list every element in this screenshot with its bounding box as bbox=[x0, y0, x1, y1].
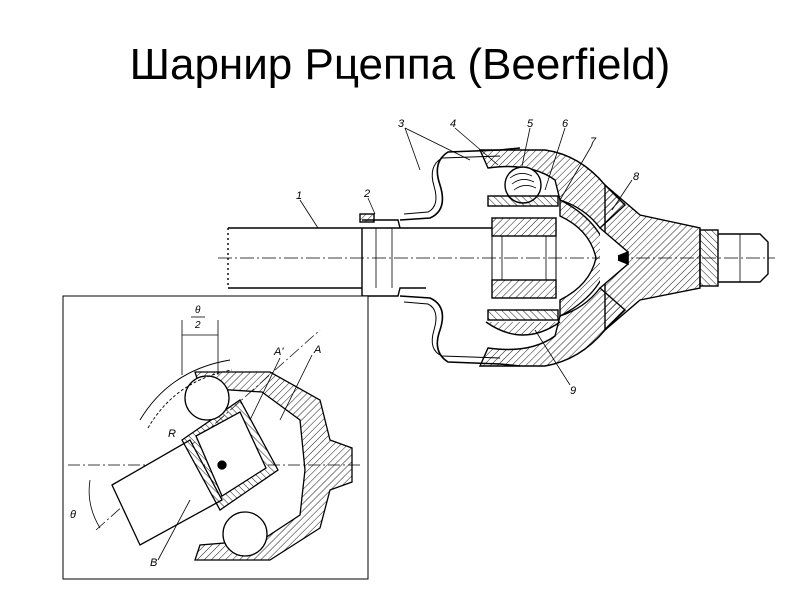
label-leaders bbox=[299, 127, 633, 386]
main-sectional-drawing bbox=[218, 127, 775, 386]
inset-point-b: B bbox=[150, 557, 157, 569]
output-stub-shaft bbox=[604, 183, 701, 332]
protective-boot-lower bbox=[399, 295, 521, 367]
inset-kinematic-diagram: θ 2 A' A R θ B bbox=[62, 295, 369, 580]
inner-race-upper bbox=[491, 217, 557, 237]
outer-housing-lower bbox=[478, 286, 627, 367]
inset-outer-housing bbox=[194, 371, 353, 561]
part-label-3: 3 bbox=[398, 118, 405, 130]
cage-upper bbox=[487, 195, 559, 207]
inset-ball-lower bbox=[222, 511, 268, 557]
part-label-1: 1 bbox=[296, 190, 302, 202]
part-label-5: 5 bbox=[527, 118, 534, 130]
part-label-4: 4 bbox=[450, 118, 456, 130]
ball-lower bbox=[485, 321, 561, 336]
cage-lower bbox=[487, 309, 559, 321]
slide-title: Шарнир Рцеппа (Beerfield) bbox=[129, 40, 671, 89]
ball-upper bbox=[504, 166, 542, 204]
inset-ball-upper bbox=[184, 375, 230, 421]
inset-point-a-prime: A' bbox=[273, 346, 284, 358]
inner-race-lower bbox=[491, 279, 557, 299]
inset-radius-label: R bbox=[168, 428, 176, 440]
part-label-7: 7 bbox=[590, 136, 597, 148]
part-label-2: 2 bbox=[363, 188, 370, 200]
inset-half-angle-num: θ bbox=[195, 305, 201, 316]
inset-angle-label: θ bbox=[70, 509, 76, 521]
part-label-8: 8 bbox=[633, 171, 640, 183]
part-labels: 1 2 3 4 5 6 7 8 9 bbox=[296, 118, 640, 397]
inset-half-angle-den: 2 bbox=[194, 320, 201, 331]
part-label-9: 9 bbox=[570, 385, 576, 397]
inset-point-a: A bbox=[313, 344, 321, 356]
retaining-clamp bbox=[359, 213, 375, 223]
protective-boot-upper bbox=[399, 147, 521, 221]
outer-housing-upper bbox=[478, 149, 627, 230]
splined-end bbox=[718, 233, 769, 283]
part-label-6: 6 bbox=[562, 118, 569, 130]
